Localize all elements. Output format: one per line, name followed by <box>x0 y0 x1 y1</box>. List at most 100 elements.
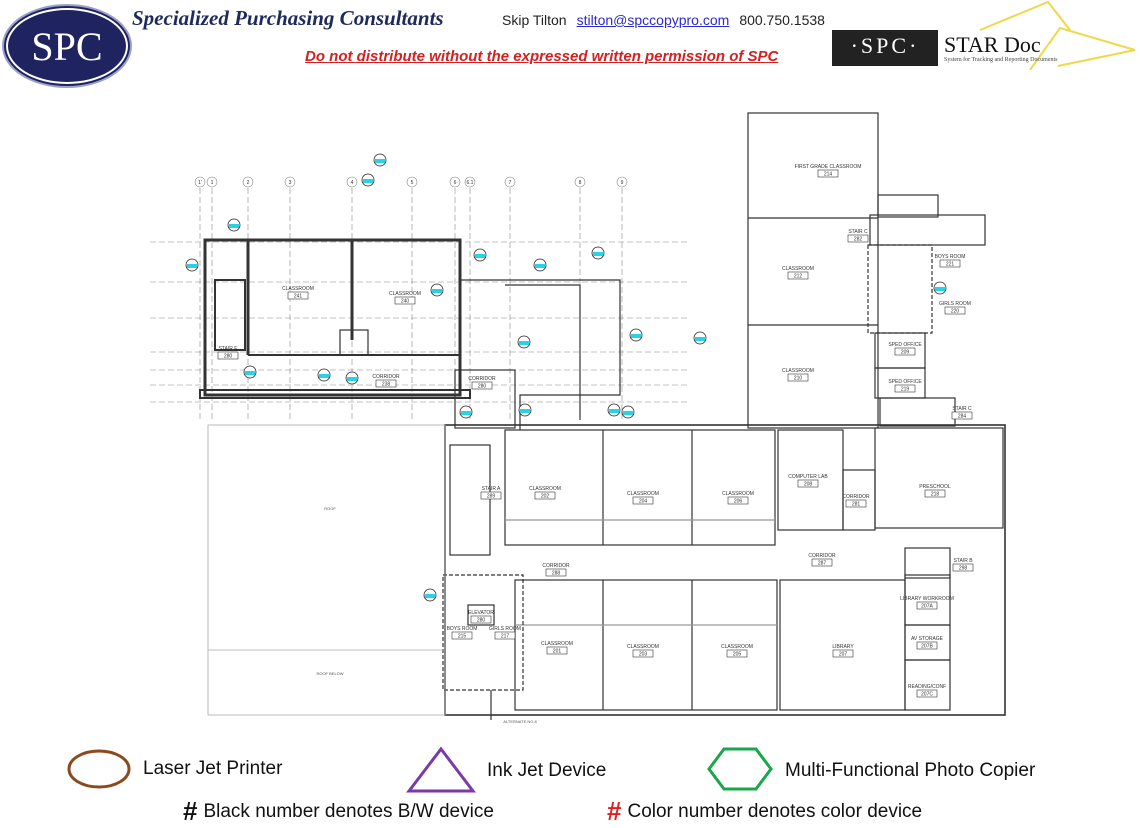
room-name: STAIR C <box>952 406 972 412</box>
room-number-box <box>545 568 567 577</box>
device-marker-tag <box>347 377 357 381</box>
legend-inkjet-label: Ink Jet Device <box>487 760 607 781</box>
grid-label: 8 <box>579 180 582 186</box>
contact-info: Skip Tilton stilton@spccopypro.com 800.750… <box>502 12 825 28</box>
roof-label: ROOF <box>324 506 336 511</box>
room-number-box <box>471 381 493 390</box>
grid-head <box>464 176 476 188</box>
room-number: 282 <box>854 237 863 243</box>
room-number: 238 <box>382 382 391 388</box>
room-name: FIRST GRADE CLASSROOM <box>795 164 862 170</box>
legend-bw-label: Black number denotes B/W device <box>203 801 494 822</box>
device-marker-tag <box>519 341 529 345</box>
grid-label: 4 <box>351 180 354 186</box>
contact-phone: 800.750.1538 <box>739 12 825 28</box>
color-hash-symbol: # <box>607 796 622 826</box>
contact-name: Skip Tilton <box>502 12 567 28</box>
room-number: 207C <box>921 692 933 698</box>
legend-color: #Color number denotes color device <box>607 796 922 827</box>
laser-jet-legend-icon <box>67 749 131 789</box>
spc-logo: SPC <box>2 4 132 88</box>
room-name: READING/CONF <box>908 684 946 690</box>
grid-head <box>194 176 206 188</box>
room-number-box <box>451 631 473 640</box>
distribution-warning: Do not distribute without the expressed … <box>305 48 779 65</box>
legend-laser-label: Laser Jet Printer <box>143 758 283 779</box>
mfp-legend-icon <box>707 747 773 791</box>
bw-hash-symbol: # <box>183 796 198 826</box>
room-number-box <box>951 411 973 420</box>
room-number: 204 <box>639 499 648 505</box>
legend-color-label: Color number denotes color device <box>627 801 923 822</box>
grid-label: 1' <box>198 180 202 186</box>
room-number: 214 <box>824 172 833 178</box>
room-number-box <box>916 689 938 698</box>
grid-head <box>206 176 218 188</box>
room-number-box <box>494 631 516 640</box>
room-number: 241 <box>294 294 303 300</box>
device-marker-tag <box>461 411 471 415</box>
room-number-box <box>952 563 974 572</box>
legend-mfp-label: Multi-Functional Photo Copier <box>785 760 1036 781</box>
room-name: STAIR B <box>953 558 973 564</box>
device-markers <box>185 153 947 602</box>
room-number-box <box>797 479 819 488</box>
room-number: 289 <box>487 494 496 500</box>
room-number-box <box>375 379 397 388</box>
room-name: CLASSROOM <box>721 644 753 650</box>
device-marker-tag <box>623 411 633 415</box>
room-name: PRESCHOOL <box>919 484 951 490</box>
room-number-box <box>787 373 809 382</box>
contact-email-link[interactable]: stilton@spccopypro.com <box>576 12 730 28</box>
room-number-box <box>916 601 938 610</box>
room-name: SPED OFFICE <box>888 342 922 348</box>
grid-head <box>284 176 296 188</box>
room-number-box <box>632 496 654 505</box>
grid-head <box>242 176 254 188</box>
grid-label: 6 <box>454 180 457 186</box>
room-number-box <box>394 296 416 305</box>
room-number: 207B <box>921 644 933 650</box>
room-name: GIRLS ROOM <box>489 626 521 632</box>
room-name: CORRIDOR <box>372 374 400 380</box>
device-marker-tag <box>432 289 442 293</box>
room-number: 220 <box>951 309 960 315</box>
room-name: BOYS ROOM <box>935 254 966 260</box>
room-number: 280 <box>477 618 486 624</box>
room-number-box <box>787 271 809 280</box>
room-number: 280 <box>224 354 233 360</box>
device-marker-tag <box>695 337 705 341</box>
room-name: CLASSROOM <box>722 491 754 497</box>
grid-head <box>616 176 628 188</box>
device-marker-tag <box>363 179 373 183</box>
room-number: 210 <box>794 376 803 382</box>
room-number: 206 <box>734 499 743 505</box>
room-name: CORRIDOR <box>842 494 870 500</box>
room-number-box <box>480 491 502 500</box>
room-name: CORRIDOR <box>808 553 836 559</box>
room-number: 287 <box>818 561 827 567</box>
room-number: 280 <box>478 384 487 390</box>
grid-label: 5 <box>411 180 414 186</box>
room-name: CLASSROOM <box>541 641 573 647</box>
room-number-box <box>916 641 938 650</box>
grid-label: 9 <box>621 180 624 186</box>
grid-head <box>449 176 461 188</box>
room-number-box <box>845 499 867 508</box>
room-number: 201 <box>553 649 562 655</box>
room-number: 240 <box>401 299 410 305</box>
room-number-box <box>217 351 239 360</box>
room-number-box <box>811 558 833 567</box>
room-number: 221 <box>946 262 955 268</box>
room-name: STAIR E <box>218 346 238 352</box>
device-marker-tag <box>535 264 545 268</box>
room-name: CLASSROOM <box>782 368 814 374</box>
grid-head <box>346 176 358 188</box>
room-number: 218 <box>931 492 940 498</box>
room-name: LIBRARY <box>832 644 854 650</box>
star-doc-title: STAR Doc <box>944 32 1041 57</box>
room-name: GIRLS ROOM <box>939 301 971 307</box>
